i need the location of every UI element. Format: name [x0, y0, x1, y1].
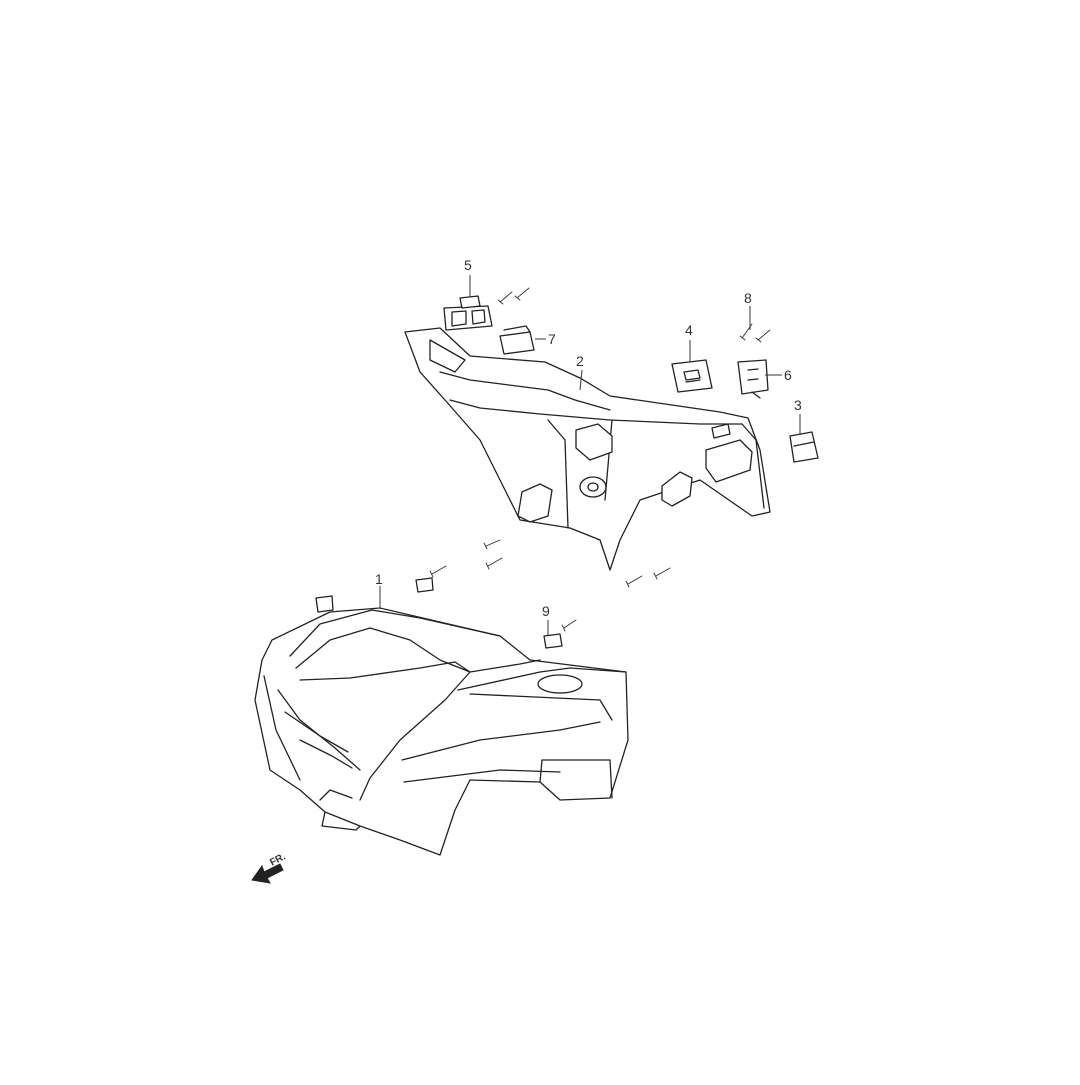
callout-label-1: 1 — [375, 571, 383, 587]
callout-label-9: 9 — [542, 603, 550, 619]
part-9-clip — [543, 633, 563, 649]
part-1-front-cover — [254, 607, 629, 856]
callout-label-2: 2 — [576, 353, 584, 369]
callout-label-3: 3 — [794, 397, 802, 413]
part-7-switch — [499, 325, 535, 355]
clip-nut-2 — [415, 577, 434, 593]
callout-leaders — [379, 275, 801, 636]
part-4-switch — [671, 359, 713, 393]
part-2-inner-cover — [404, 327, 771, 571]
front-direction-indicator: FR. — [251, 851, 288, 884]
callout-label-5: 5 — [464, 257, 472, 273]
part-6-bracket — [737, 359, 769, 399]
part-5-switch — [443, 295, 493, 331]
front-arrow-icon — [251, 863, 284, 884]
screw-group — [429, 287, 771, 632]
callout-label-7: 7 — [548, 331, 556, 347]
clip-nut-1 — [315, 595, 334, 613]
callout-labels: 5 7 2 4 8 6 3 1 9 — [375, 257, 802, 619]
part-3-switch — [789, 431, 819, 463]
front-label: FR. — [268, 851, 288, 868]
callout-label-8: 8 — [744, 290, 752, 306]
callout-label-4: 4 — [685, 322, 693, 338]
callout-label-6: 6 — [784, 367, 792, 383]
